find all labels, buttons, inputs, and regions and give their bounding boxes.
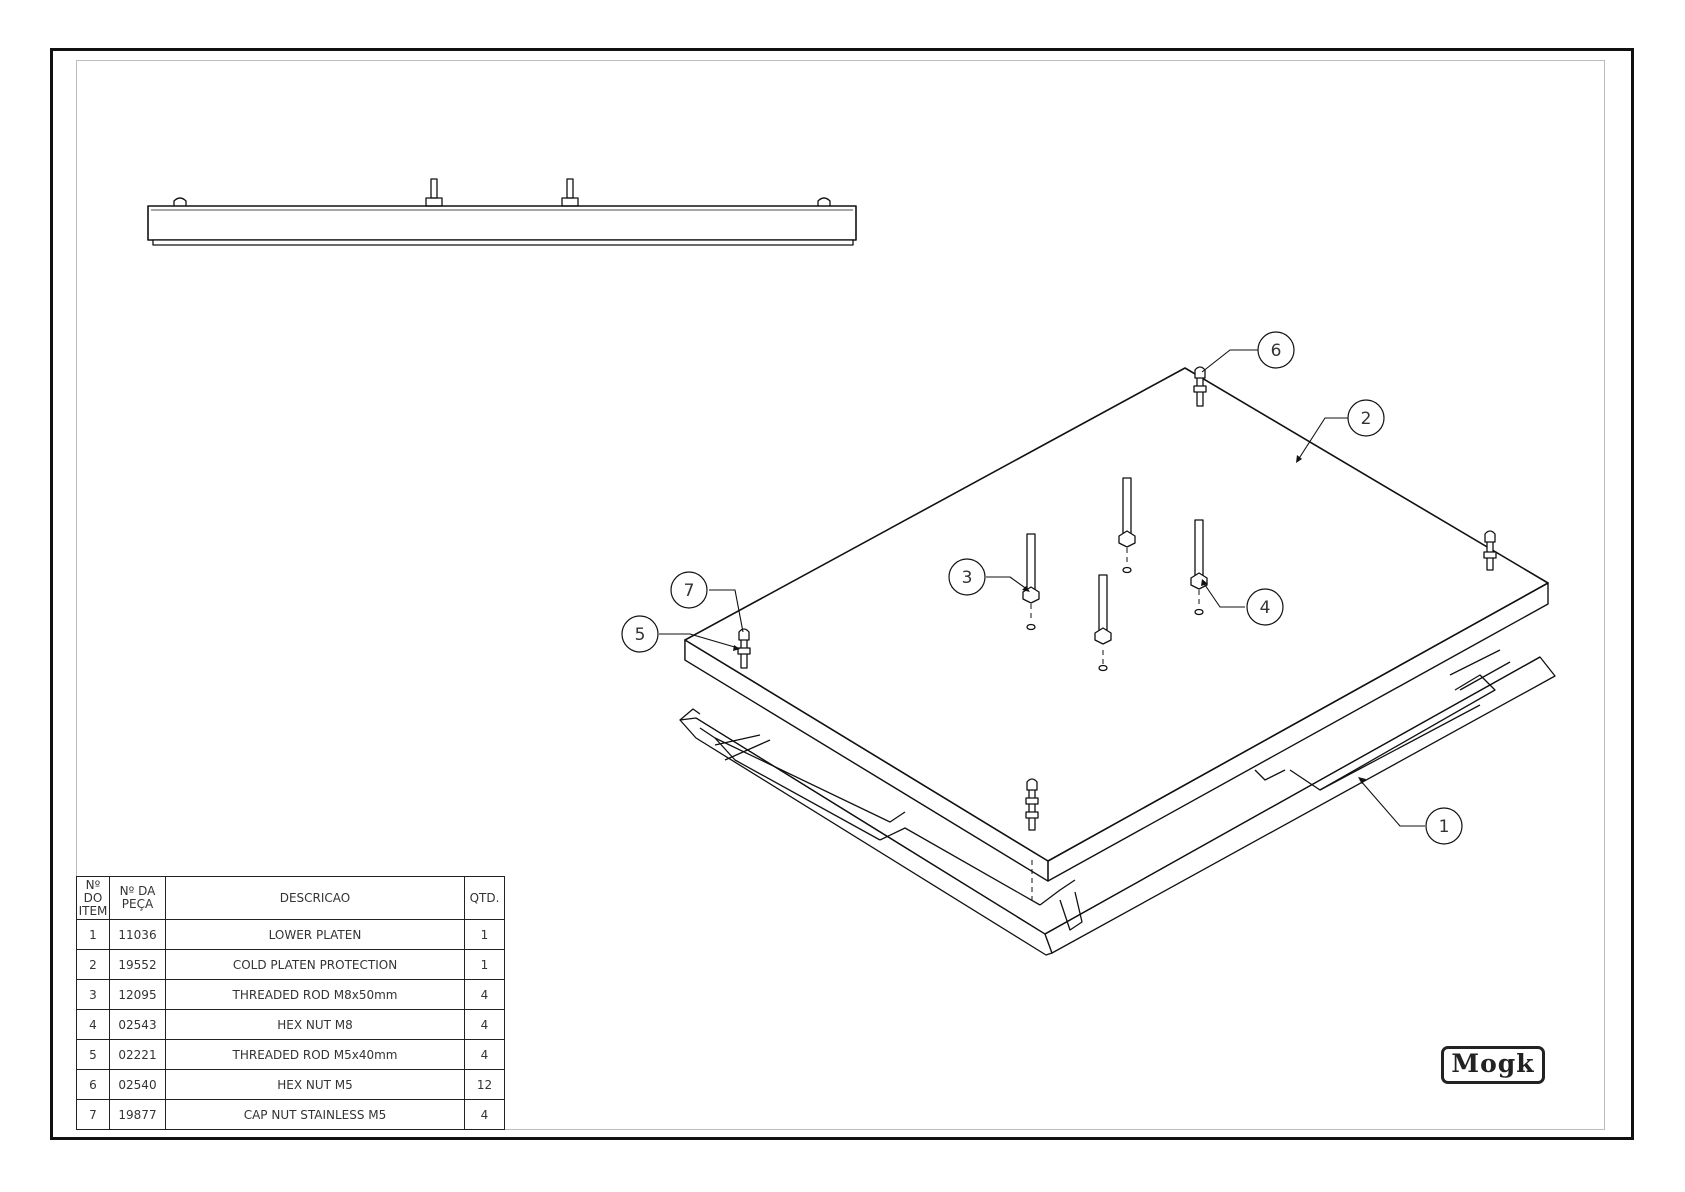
- cell-qty: 1: [465, 920, 505, 950]
- cell-qty: 12: [465, 1070, 505, 1100]
- table-row: 3 12095 THREADED ROD M8x50mm 4: [77, 980, 505, 1010]
- cell-part: 02221: [110, 1040, 166, 1070]
- cell-desc: CAP NUT STAINLESS M5: [166, 1100, 465, 1130]
- callout-balloon: 6: [1258, 332, 1294, 368]
- cell-desc: THREADED ROD M5x40mm: [166, 1040, 465, 1070]
- header-text: Nº: [86, 878, 101, 892]
- company-logo: Mogk: [1441, 1046, 1545, 1084]
- header-text: DO: [84, 891, 103, 905]
- callout-label: 6: [1271, 341, 1282, 361]
- cell-item: 5: [77, 1040, 110, 1070]
- table-row: 4 02543 HEX NUT M8 4: [77, 1010, 505, 1040]
- table-row: 2 19552 COLD PLATEN PROTECTION 1: [77, 950, 505, 980]
- cell-qty: 4: [465, 980, 505, 1010]
- cell-item: 3: [77, 980, 110, 1010]
- cell-part: 19552: [110, 950, 166, 980]
- isometric-view: [680, 367, 1555, 955]
- header-text: PEÇA: [122, 897, 153, 911]
- callout-balloon: 5: [622, 616, 658, 652]
- table-row: 7 19877 CAP NUT STAINLESS M5 4: [77, 1100, 505, 1130]
- table-row: 1 11036 LOWER PLATEN 1: [77, 920, 505, 950]
- cell-desc: HEX NUT M8: [166, 1010, 465, 1040]
- cell-qty: 4: [465, 1010, 505, 1040]
- callout-label: 5: [635, 625, 646, 645]
- callout-label: 7: [684, 581, 695, 601]
- cell-part: 02540: [110, 1070, 166, 1100]
- cell-item: 1: [77, 920, 110, 950]
- header-text: ITEM: [79, 904, 108, 918]
- table-header-row: Nº DO ITEM Nº DA PEÇA DESCRICAO QTD.: [77, 877, 505, 920]
- cell-qty: 4: [465, 1100, 505, 1130]
- header-qty: QTD.: [465, 877, 505, 920]
- cell-desc: HEX NUT M5: [166, 1070, 465, 1100]
- callout-balloon: 7: [671, 572, 707, 608]
- callout-label: 1: [1439, 817, 1450, 837]
- cell-desc: THREADED ROD M8x50mm: [166, 980, 465, 1010]
- cell-qty: 4: [465, 1040, 505, 1070]
- cell-part: 19877: [110, 1100, 166, 1130]
- cell-part: 02543: [110, 1010, 166, 1040]
- cell-item: 2: [77, 950, 110, 980]
- bill-of-materials-table: Nº DO ITEM Nº DA PEÇA DESCRICAO QTD. 1 1…: [76, 876, 505, 1130]
- callout-label: 2: [1361, 409, 1372, 429]
- cell-item: 7: [77, 1100, 110, 1130]
- callout-balloon: 1: [1426, 808, 1462, 844]
- table-row: 6 02540 HEX NUT M5 12: [77, 1070, 505, 1100]
- header-part-no: Nº DA PEÇA: [110, 877, 166, 920]
- table-row: 5 02221 THREADED ROD M5x40mm 4: [77, 1040, 505, 1070]
- callout-balloon: 3: [949, 559, 985, 595]
- side-view: [148, 179, 856, 245]
- callout-label: 4: [1260, 598, 1271, 618]
- header-text: Nº DA: [120, 884, 156, 898]
- cell-qty: 1: [465, 950, 505, 980]
- header-description: DESCRICAO: [166, 877, 465, 920]
- cell-item: 4: [77, 1010, 110, 1040]
- cell-desc: LOWER PLATEN: [166, 920, 465, 950]
- cell-part: 12095: [110, 980, 166, 1010]
- callout-balloon: 2: [1348, 400, 1384, 436]
- callout-balloon: 4: [1247, 589, 1283, 625]
- header-item-no: Nº DO ITEM: [77, 877, 110, 920]
- cell-desc: COLD PLATEN PROTECTION: [166, 950, 465, 980]
- cell-item: 6: [77, 1070, 110, 1100]
- cell-part: 11036: [110, 920, 166, 950]
- callout-label: 3: [962, 568, 973, 588]
